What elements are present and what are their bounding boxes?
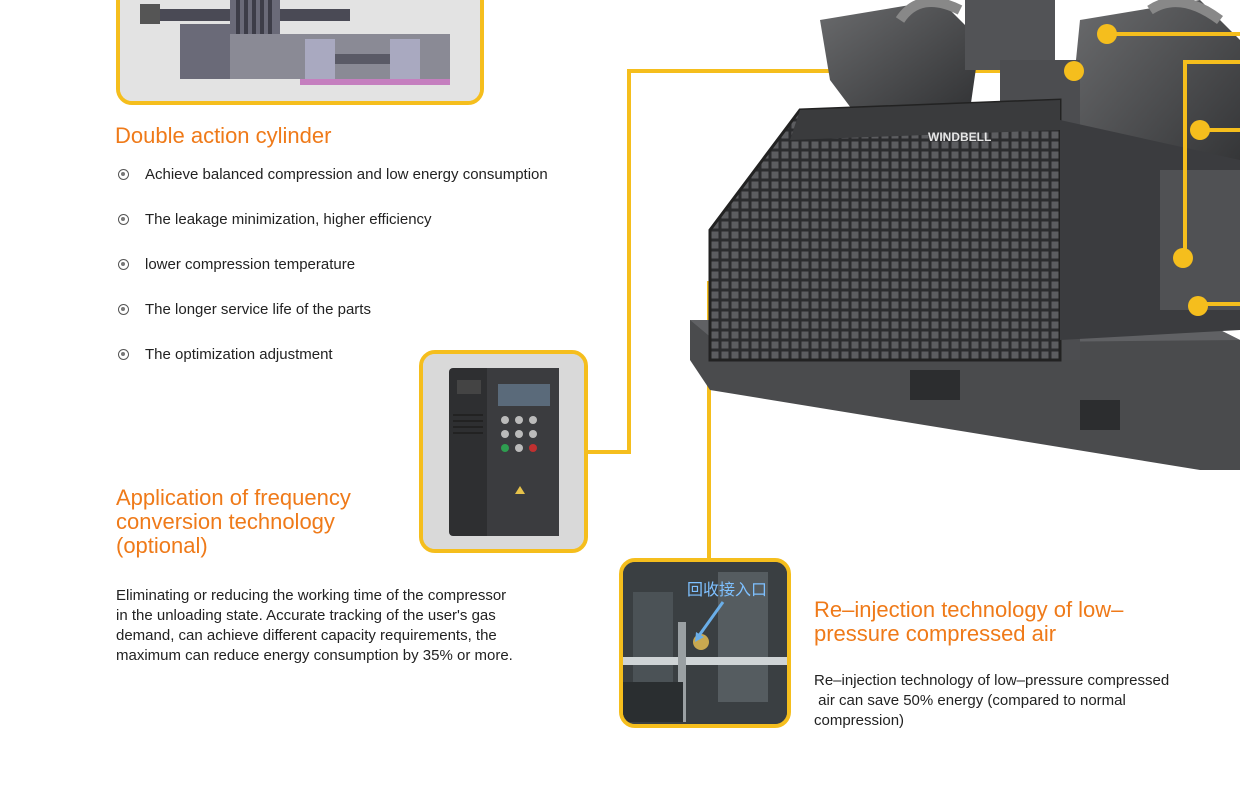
bullet-circle-icon xyxy=(118,259,129,270)
callout-dot-1 xyxy=(1097,24,1117,44)
reinjection-photo-label: 回收接入口 xyxy=(687,580,768,599)
reinjection-section-title: Re–injection technology of low– pressure… xyxy=(814,597,1124,646)
frequency-description: Eliminating or reducing the working time… xyxy=(116,587,513,664)
reinjection-photo: 回收接入口 xyxy=(619,558,791,728)
bullet-circle-icon xyxy=(118,169,129,180)
list-item: The optimization adjustment xyxy=(116,345,548,390)
callout-line-right-3 xyxy=(1200,128,1240,132)
cylinder-cutaway-image xyxy=(116,0,484,105)
frequency-inverter-image xyxy=(419,350,588,553)
callout-dot-reinjection xyxy=(1188,296,1208,316)
list-item: lower compression temperature xyxy=(116,255,548,300)
machine-brand-label: WINDBELL xyxy=(928,130,991,144)
callout-line-right-2 xyxy=(1183,60,1240,64)
callout-line-top-right-1 xyxy=(1107,32,1240,36)
inverter-drawing xyxy=(423,354,584,549)
reinjection-description: Re–injection technology of low–pressure … xyxy=(814,672,1170,729)
callout-dot-2 xyxy=(1173,248,1193,268)
frequency-section-title: Application of frequency conversion tech… xyxy=(116,485,351,558)
callout-line-right-2-vertical xyxy=(1183,60,1187,260)
list-item: Achieve balanced compression and low ene… xyxy=(116,165,548,210)
callout-line-reinjection-vertical xyxy=(707,281,711,560)
reinjection-drawing xyxy=(623,562,787,724)
callout-line-right-4 xyxy=(1198,302,1240,306)
callout-line-vfd-horizontal-bottom xyxy=(588,450,631,454)
callout-dot-3 xyxy=(1190,120,1210,140)
list-item: The longer service life of the parts xyxy=(116,300,548,345)
bullet-circle-icon xyxy=(118,304,129,315)
callout-dot-vfd xyxy=(1064,61,1084,81)
cylinder-drawing xyxy=(120,0,480,101)
cylinder-section-title: Double action cylinder xyxy=(115,123,332,148)
compressor-machine-image: WINDBELL xyxy=(690,0,1240,470)
cylinder-feature-list: Achieve balanced compression and low ene… xyxy=(116,165,548,390)
bullet-circle-icon xyxy=(118,349,129,360)
bullet-circle-icon xyxy=(118,214,129,225)
callout-line-vfd-vertical xyxy=(627,69,631,454)
list-item: The leakage minimization, higher efficie… xyxy=(116,210,548,255)
